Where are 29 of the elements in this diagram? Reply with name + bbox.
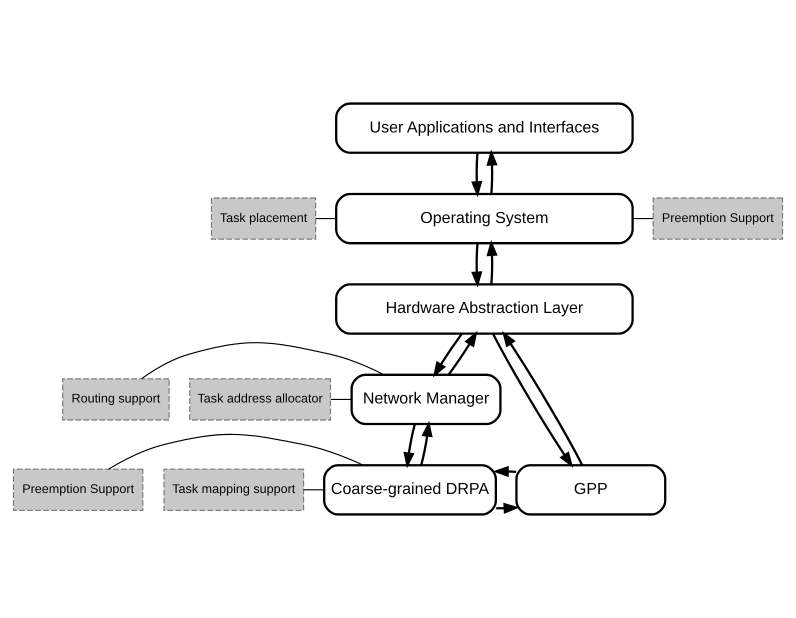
connector (108, 434, 364, 470)
node-box: User Applications and Interfaces (335, 102, 634, 154)
node-box: Network Manager (350, 374, 502, 426)
connector (304, 489, 324, 490)
node-box: Task address allocator (189, 378, 332, 421)
node-box: Task mapping support (163, 468, 304, 511)
node-box: Preemption Support (652, 197, 784, 240)
arrow (471, 152, 482, 198)
arrow (486, 149, 498, 194)
node-box: Routing support (62, 378, 170, 421)
connector (141, 342, 384, 380)
arrow (420, 420, 433, 466)
arrow (502, 330, 584, 466)
arrow (496, 502, 520, 514)
arrow (432, 333, 463, 378)
arrow (448, 330, 478, 376)
arrow (403, 424, 416, 468)
node-box: Task placement (210, 197, 316, 240)
node-box: Coarse-grained DRPA (323, 464, 497, 516)
connector (330, 398, 352, 400)
node-box: GPP (515, 464, 666, 516)
connector (316, 218, 336, 220)
arrow (486, 240, 498, 284)
arrow (492, 333, 574, 468)
connector (633, 218, 653, 220)
node-box: Operating System (335, 192, 634, 244)
node-box: Hardware Abstraction Layer (335, 283, 634, 335)
arrow (471, 243, 482, 288)
node-box: Preemption Support (12, 468, 144, 511)
